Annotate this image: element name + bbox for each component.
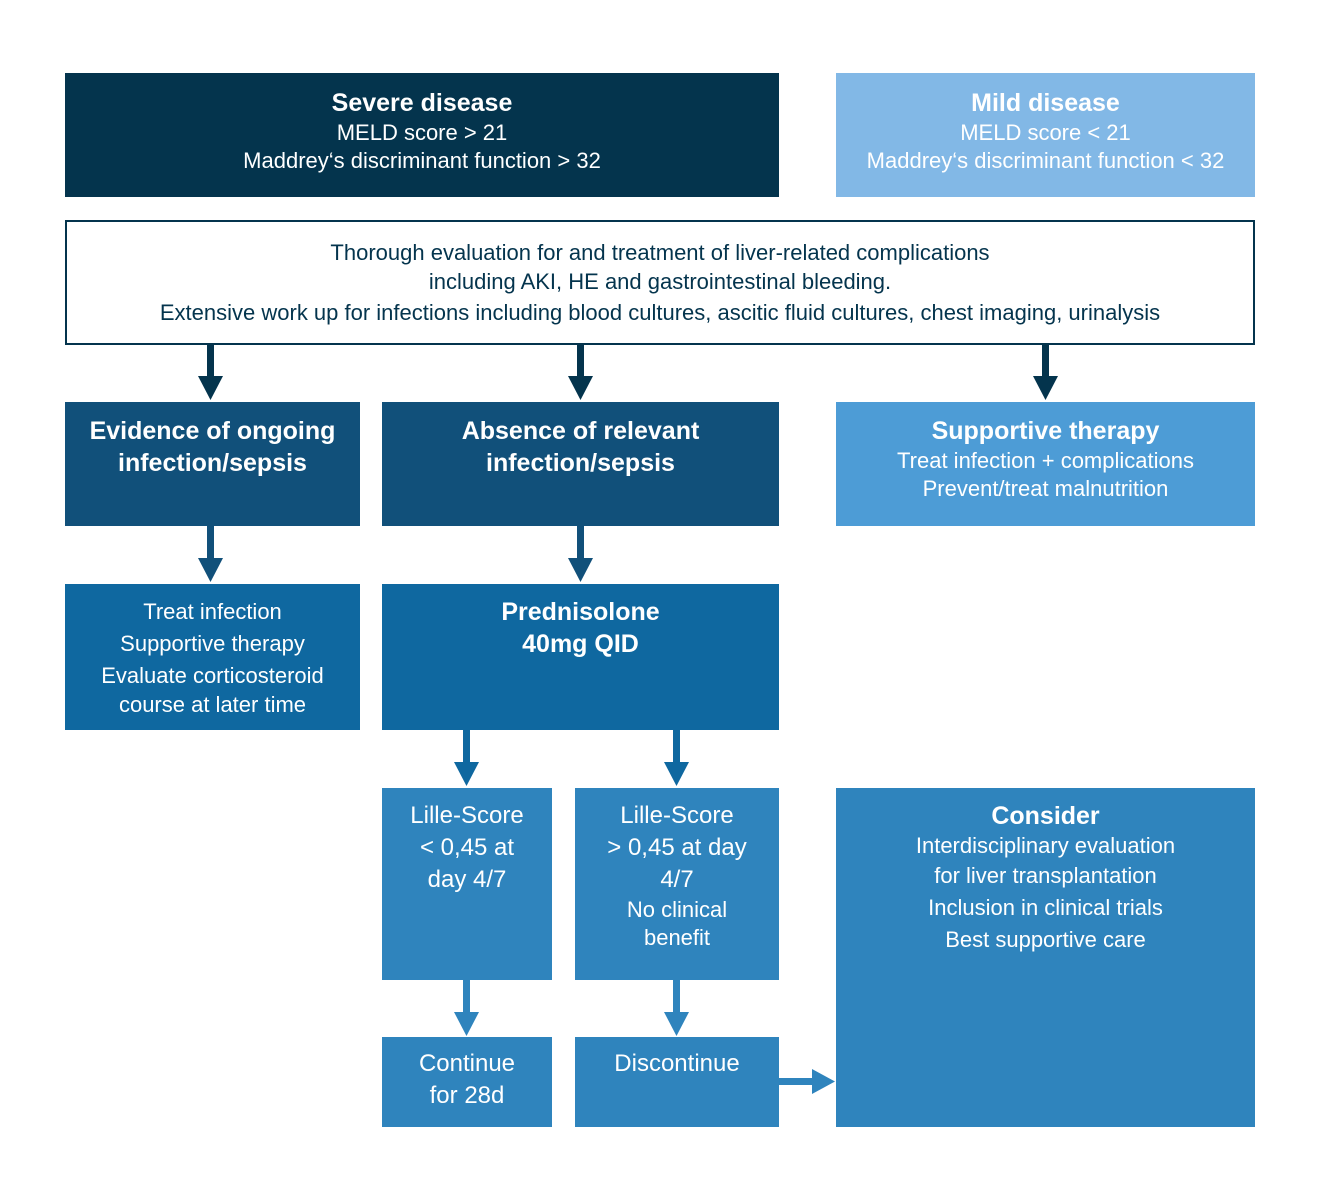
prednisolone-box: Prednisolone 40mg QID	[382, 584, 779, 730]
infection-evidence-title-2: infection/sepsis	[118, 449, 307, 477]
consider-line-1: Interdisciplinary evaluation	[915, 833, 1176, 858]
lille-low-box: Lille-Score < 0,45 at day 4/7	[382, 788, 552, 980]
continue-line-1: Continue	[418, 1050, 516, 1077]
lille-high-box: Lille-Score > 0,45 at day 4/7 No clinica…	[575, 788, 779, 980]
treat-infection-line-2: Supportive therapy	[120, 631, 305, 656]
arrow-prednisolone-to-lille-high	[664, 730, 689, 786]
severe-disease-box: Severe disease MELD score > 21 Maddrey‘s…	[65, 73, 779, 197]
supportive-therapy-line-1: Treat infection + complications	[897, 448, 1194, 473]
arrow-eval-to-infection	[198, 345, 223, 400]
evaluation-line-2: including AKI, HE and gastrointestinal b…	[428, 269, 892, 294]
consider-box: Consider Interdisciplinary evaluation fo…	[836, 788, 1255, 1127]
infection-evidence-box: Evidence of ongoing infection/sepsis	[65, 402, 360, 526]
consider-line-4: Best supportive care	[945, 927, 1146, 952]
mild-disease-title: Mild disease	[971, 89, 1120, 117]
discontinue-line-1: Discontinue	[614, 1050, 740, 1077]
lille-low-line-3: day 4/7	[427, 866, 507, 893]
prednisolone-title: Prednisolone	[501, 598, 660, 626]
infection-evidence-title-1: Evidence of ongoing	[89, 417, 336, 445]
evaluation-line-1: Thorough evaluation for and treatment of…	[330, 240, 990, 265]
severe-disease-title: Severe disease	[331, 89, 513, 117]
lille-high-line-1: Lille-Score	[620, 802, 734, 829]
supportive-therapy-title: Supportive therapy	[931, 417, 1160, 445]
arrow-absence-to-prednisolone	[568, 526, 593, 582]
infection-absence-title-2: infection/sepsis	[486, 449, 675, 477]
arrow-eval-to-supportive	[1033, 345, 1058, 400]
discontinue-box: Discontinue	[575, 1037, 779, 1127]
mild-meld-line: MELD score < 21	[960, 120, 1131, 145]
treat-infection-line-1: Treat infection	[143, 599, 282, 624]
continue-line-2: for 28d	[429, 1082, 505, 1109]
continue-box: Continue for 28d	[382, 1037, 552, 1127]
treat-infection-line-3: Evaluate corticosteroid	[101, 663, 324, 688]
treat-infection-line-4: course at later time	[118, 692, 307, 717]
arrow-discontinue-to-consider	[779, 1069, 835, 1094]
infection-absence-box: Absence of relevant infection/sepsis	[382, 402, 779, 526]
lille-high-line-4: No clinical	[626, 897, 728, 922]
arrow-prednisolone-to-lille-low	[454, 730, 479, 786]
lille-high-line-3: 4/7	[660, 866, 694, 893]
supportive-therapy-box: Supportive therapy Treat infection + com…	[836, 402, 1255, 526]
severe-maddrey-line: Maddrey‘s discriminant function > 32	[243, 148, 601, 173]
arrow-lille-high-to-discontinue	[664, 980, 689, 1036]
severe-meld-line: MELD score > 21	[336, 120, 508, 145]
evaluation-box: Thorough evaluation for and treatment of…	[65, 220, 1255, 345]
supportive-therapy-line-2: Prevent/treat malnutrition	[922, 476, 1169, 501]
arrow-eval-to-absence	[568, 345, 593, 400]
lille-high-line-2: > 0,45 at day	[607, 834, 747, 861]
mild-maddrey-line: Maddrey‘s discriminant function < 32	[866, 148, 1225, 173]
arrow-lille-low-to-continue	[454, 980, 479, 1036]
arrow-infection-to-treat	[198, 526, 223, 582]
prednisolone-dose: 40mg QID	[522, 630, 639, 658]
treat-infection-box: Treat infection Supportive therapy Evalu…	[65, 584, 360, 730]
lille-high-line-5: benefit	[643, 925, 711, 950]
consider-line-3: Inclusion in clinical trials	[928, 895, 1163, 920]
mild-disease-box: Mild disease MELD score < 21 Maddrey‘s d…	[836, 73, 1255, 197]
lille-low-line-1: Lille-Score	[410, 802, 524, 829]
lille-low-line-2: < 0,45 at	[419, 834, 515, 861]
consider-line-2: for liver transplantation	[934, 863, 1157, 888]
evaluation-line-3: Extensive work up for infections includi…	[159, 300, 1161, 325]
infection-absence-title-1: Absence of relevant	[461, 417, 700, 445]
consider-title: Consider	[991, 802, 1100, 830]
